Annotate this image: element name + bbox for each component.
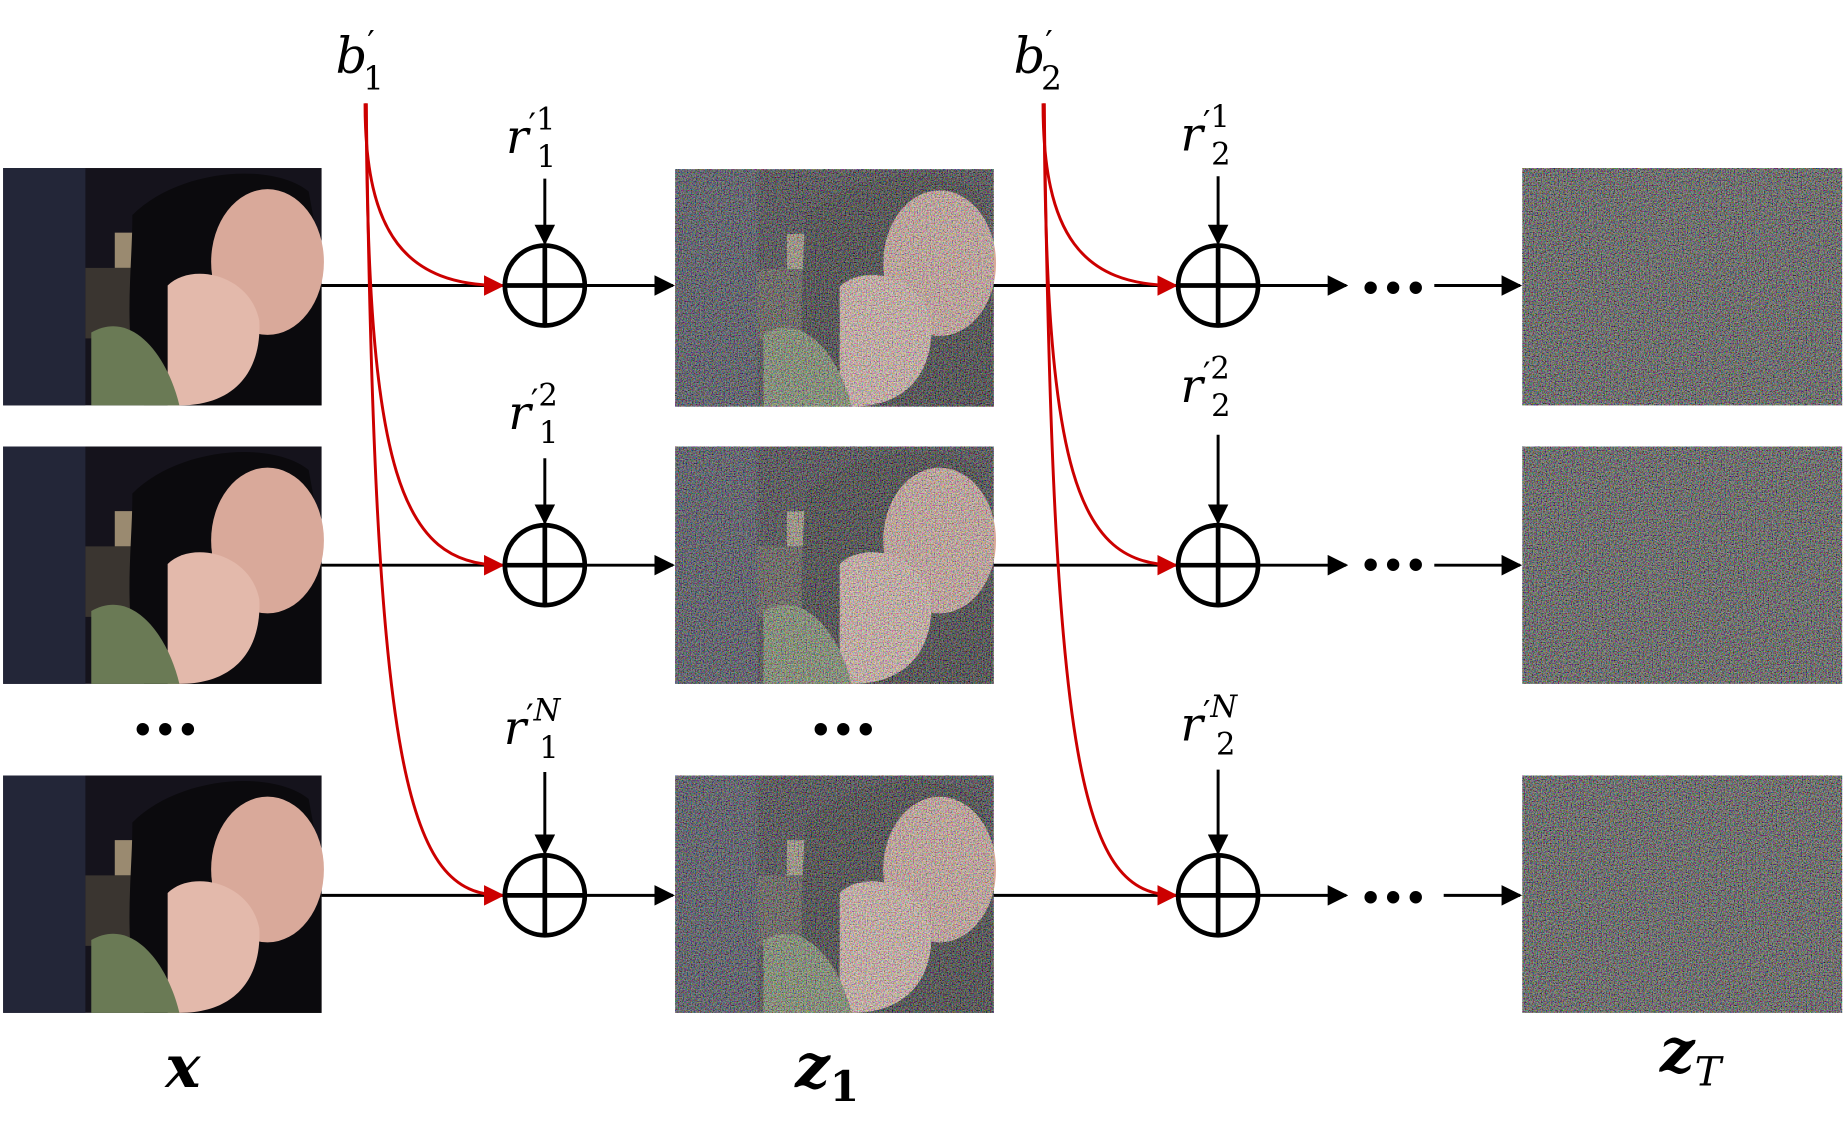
label-b1: b′1 <box>336 23 384 97</box>
zT-frame-1 <box>1522 168 1843 406</box>
sum-node-icon <box>502 243 588 328</box>
z1-frames <box>675 169 997 1013</box>
ellipsis-input: ••• <box>132 711 200 752</box>
sum-node-icon <box>1175 522 1261 608</box>
sum-node-icon <box>1175 243 1261 328</box>
sum-node-icon <box>1175 853 1261 938</box>
ellipsis-row2: ••• <box>1359 546 1427 587</box>
sum-nodes <box>502 243 1261 938</box>
ellipsis-z1: ••• <box>809 711 877 752</box>
black-arrows <box>321 176 1523 906</box>
label-z1: z1 <box>794 1031 859 1111</box>
ellipsis-rown: ••• <box>1359 879 1427 920</box>
zT-frame-n <box>1522 775 1843 1013</box>
input-frames <box>3 168 324 1013</box>
label-zT: zT <box>1659 1016 1725 1096</box>
label-b2: b′2 <box>1014 23 1062 97</box>
input-frame-2 <box>3 446 324 684</box>
sum-node-icon <box>502 522 588 608</box>
red-bias-arrows <box>363 103 1178 906</box>
label-x: x <box>163 1032 201 1101</box>
input-frame-n <box>3 775 324 1013</box>
input-frame-1 <box>3 168 324 406</box>
ellipses: ••• ••• ••• ••• ••• <box>132 269 1427 920</box>
z1-frame-2 <box>675 446 997 684</box>
z1-frame-n <box>675 775 997 1013</box>
z1-frame-1 <box>675 169 997 407</box>
zT-frame-2 <box>1522 446 1843 684</box>
zT-frames <box>1522 168 1843 1013</box>
ellipsis-row1: ••• <box>1359 269 1427 310</box>
sum-node-icon <box>502 853 588 938</box>
